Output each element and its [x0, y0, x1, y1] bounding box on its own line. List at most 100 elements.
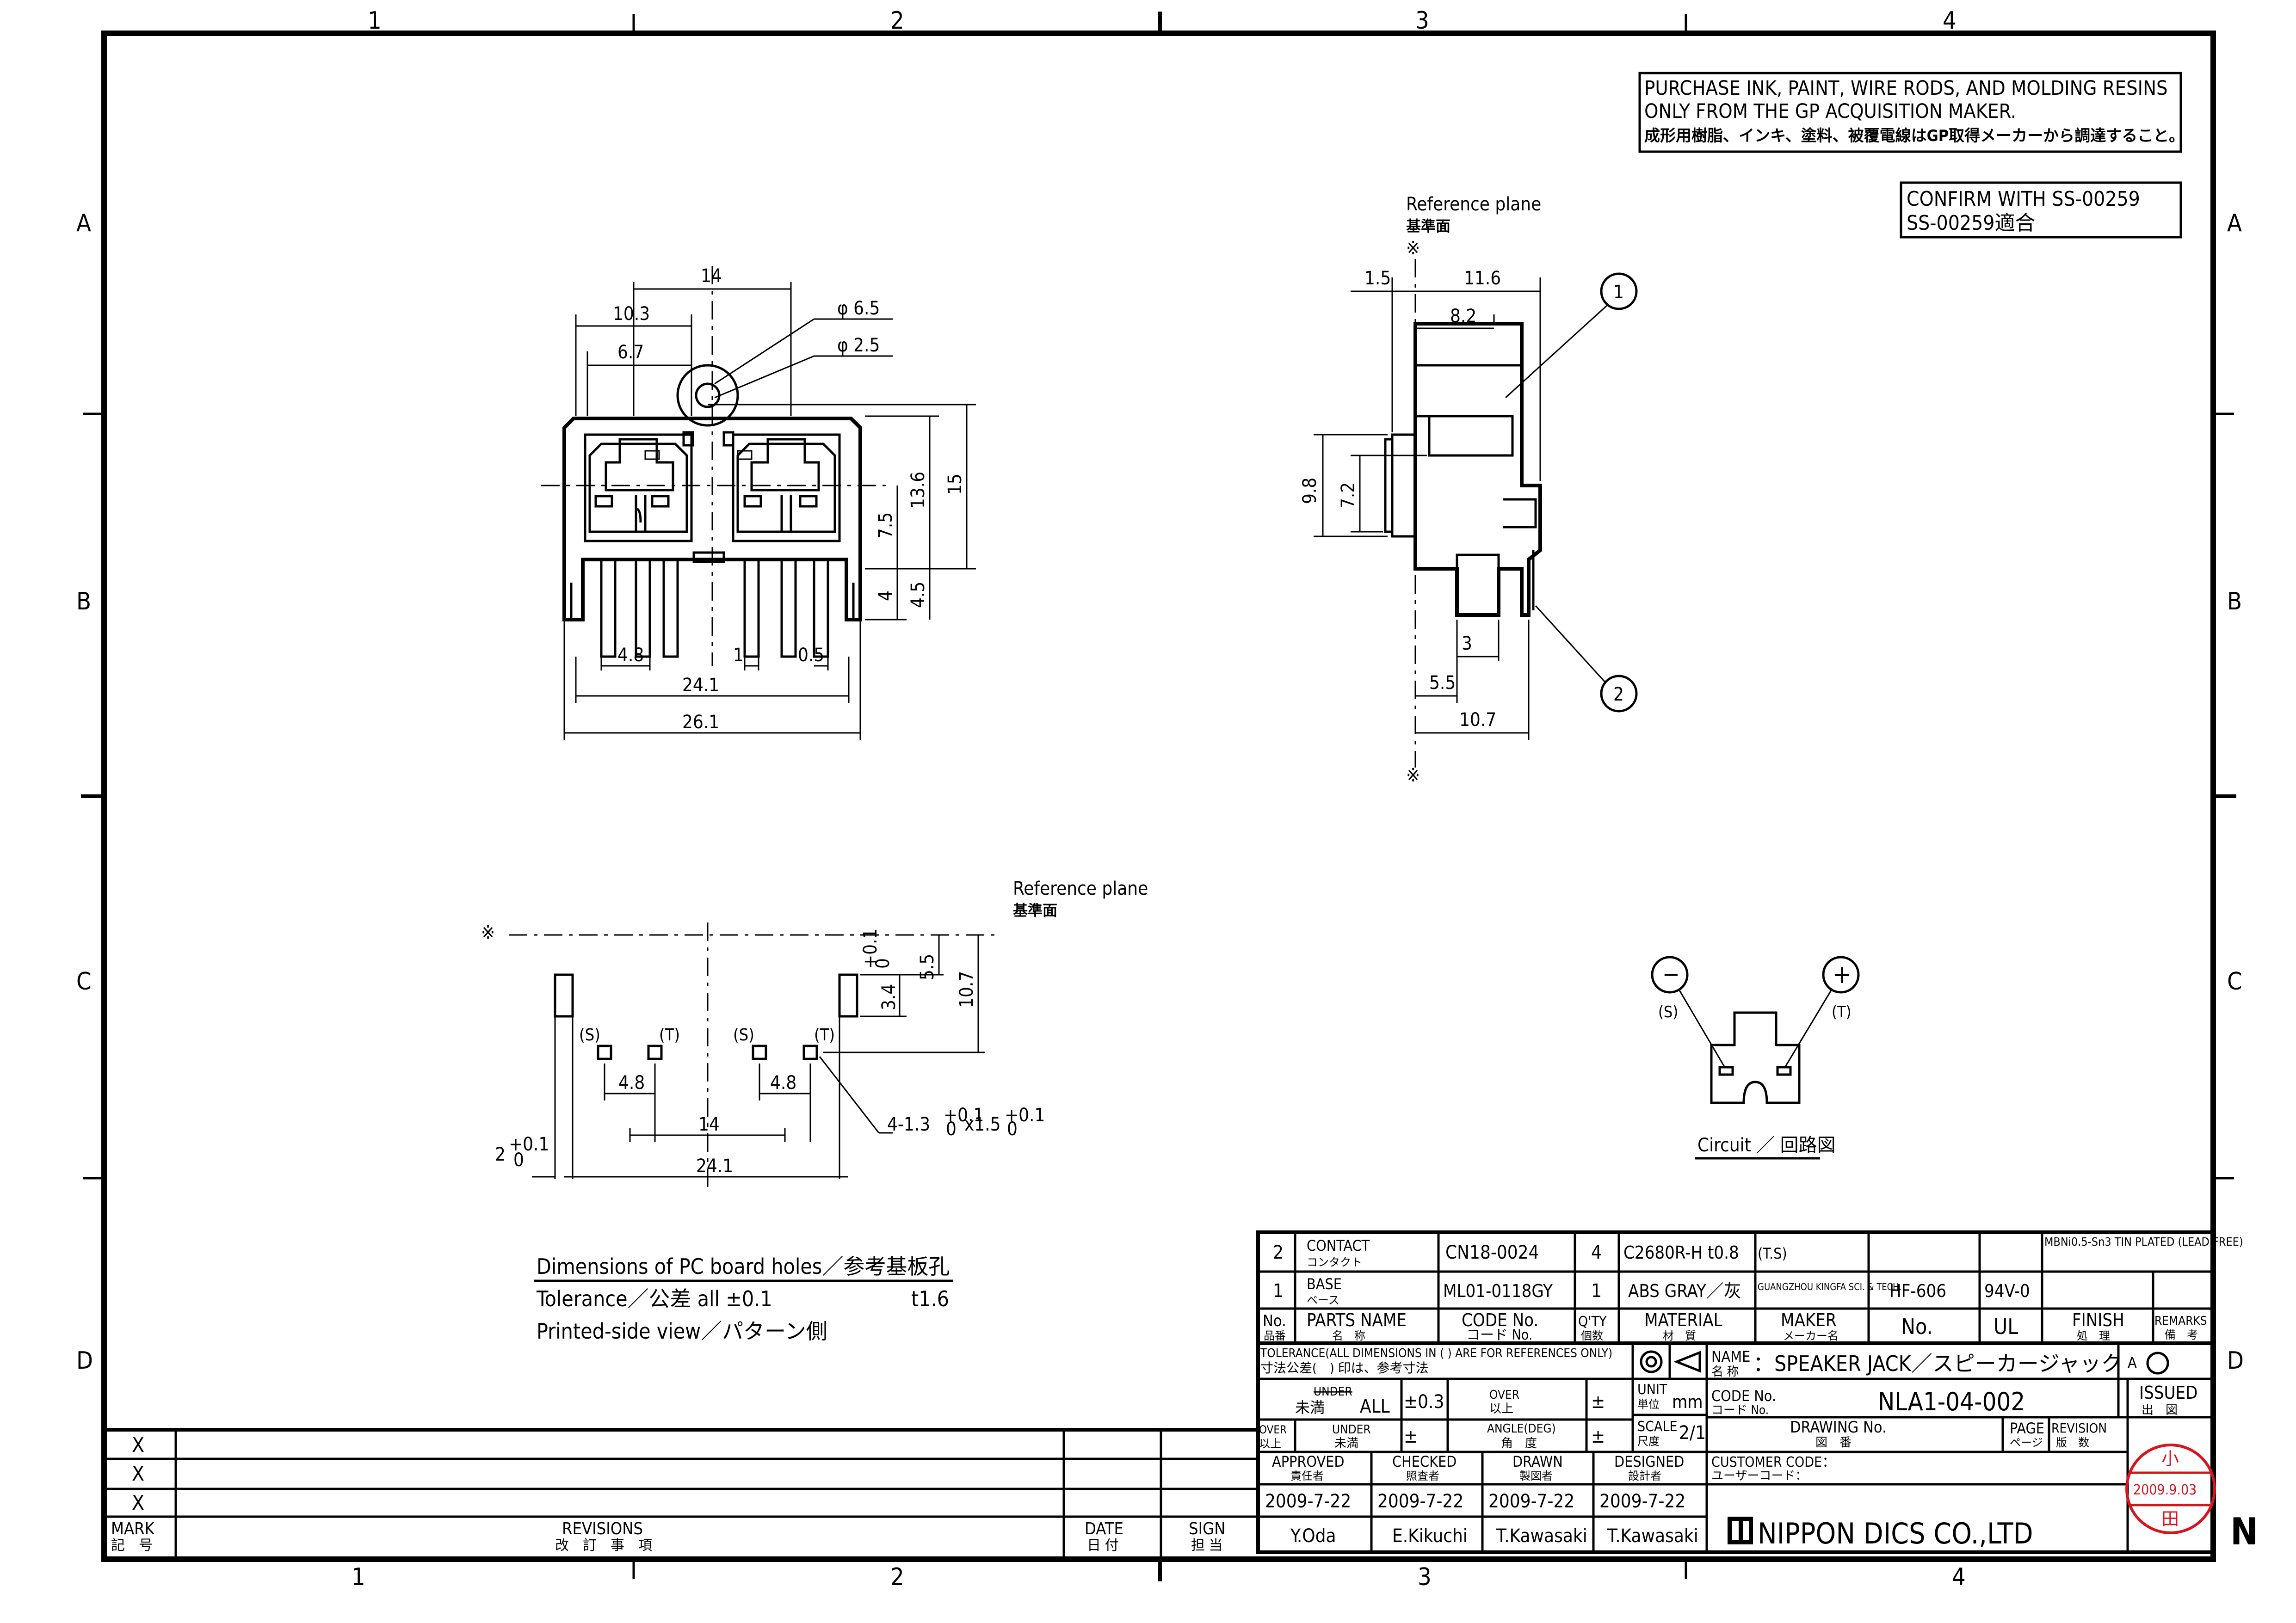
- circuit-t-label: (T): [1832, 1003, 1852, 1021]
- rev-head-sign-jp: 担 当: [1191, 1537, 1223, 1554]
- dim-10-7-pcb: 10.7: [956, 971, 977, 1008]
- tol-all-value: ±0.3: [1404, 1391, 1444, 1413]
- stamp-date: 2009.9.03: [2133, 1482, 2197, 1498]
- dim-6-7: 6.7: [617, 342, 644, 363]
- zone-row-b-right: B: [2227, 588, 2242, 615]
- side-ref-plane: Reference plane: [1406, 194, 1541, 215]
- pin-label-t1: (T): [659, 1026, 680, 1045]
- drawn-name: T.Kawasaki: [1496, 1525, 1587, 1547]
- parts-head-maker: MAKER: [1781, 1310, 1837, 1330]
- company-logo: [1728, 1517, 1753, 1544]
- part-row-1-code: CN18-0024: [1445, 1242, 1539, 1263]
- approved-role: APPROVED: [1272, 1453, 1345, 1470]
- pcb-view-dimensions: 5.5 10.7 3.4 +0.1 0 4.8 4.8 14 24.1 2 +0…: [495, 928, 1045, 1178]
- unit-label: UNIT: [1637, 1382, 1667, 1398]
- part-row-1-name: CONTACT: [1307, 1237, 1370, 1254]
- name-label: NAME: [1711, 1348, 1750, 1365]
- part-row-1-name-jp: コンタクト: [1307, 1256, 1362, 1269]
- tol-pm-1: ±: [1591, 1391, 1605, 1413]
- dim-10-7: 10.7: [1459, 709, 1496, 731]
- page-label: PAGE: [2010, 1420, 2044, 1437]
- scale-label-jp: 尺度: [1637, 1435, 1660, 1448]
- dim-10-3: 10.3: [613, 303, 650, 325]
- pcb-ref-plane-jp: 基準面: [1013, 902, 1057, 919]
- unit-value: mm: [1672, 1392, 1703, 1412]
- hole-tol-c: +0.1: [1005, 1105, 1045, 1126]
- zone-row-a: A: [76, 209, 91, 237]
- circuit-minus: −: [1662, 961, 1680, 988]
- dim-14-pcb: 14: [698, 1114, 720, 1135]
- dim-4-5: 4.5: [907, 582, 929, 608]
- parts-head-name-jp: 名 称: [1332, 1329, 1365, 1342]
- designed-role-jp: 設計者: [1628, 1469, 1661, 1482]
- dim-3-4: 3.4: [878, 984, 900, 1010]
- scale-label: SCALE: [1637, 1419, 1678, 1435]
- rev-mark-3: X: [132, 1491, 144, 1515]
- drawn-date: 2009-7-22: [1488, 1491, 1574, 1512]
- zone-col-1: 1: [368, 7, 382, 35]
- dim-dia-6-5: φ 6.5: [837, 298, 880, 319]
- zone-row-d: D: [76, 1347, 93, 1375]
- dim-9-8: 9.8: [1299, 478, 1321, 504]
- tol-all: ALL: [1360, 1396, 1390, 1417]
- parts-head-finish: FINISH: [2072, 1310, 2124, 1330]
- std-mark: A: [2128, 1354, 2137, 1371]
- designed-role: DESIGNED: [1614, 1453, 1684, 1470]
- rev-mark-2: X: [132, 1462, 144, 1486]
- parts-head-remarks-jp: 備 考: [2165, 1328, 2198, 1341]
- dim-15: 15: [944, 473, 966, 495]
- part-row-1-finish: MBNi0.5-Sn3 TIN PLATED (LEAD FREE): [2044, 1235, 2243, 1248]
- code-label-jp: コード No.: [1711, 1403, 1769, 1417]
- zone-col-3-bottom: 3: [1418, 1563, 1432, 1591]
- part-row-2-maker-no: HF-606: [1889, 1281, 1946, 1301]
- parts-head-no: No.: [1263, 1312, 1286, 1330]
- dim-5-5: 5.5: [1429, 672, 1456, 694]
- confirm-note: CONFIRM WITH SS-00259 SS-00259適合: [1900, 181, 2182, 239]
- dim-8-2: 8.2: [1450, 306, 1476, 327]
- parts-head-qty: Q'TY: [1578, 1314, 1607, 1330]
- checked-date: 2009-7-22: [1377, 1491, 1463, 1512]
- tol-over-2-jp: 以上: [1259, 1437, 1281, 1450]
- front-view-dimensions: 14 10.3 6.7 φ 6.5 φ 2.5 13.6 15 7.5 4.5 …: [563, 265, 976, 740]
- tol-angle: ANGLE(DEG): [1487, 1422, 1556, 1436]
- parts-head-code: CODE No.: [1462, 1310, 1538, 1330]
- part-row-2-qty: 1: [1591, 1280, 1602, 1302]
- zone-col-2-bottom: 2: [890, 1563, 904, 1591]
- page-label-jp: ページ: [2010, 1436, 2043, 1449]
- dim-3: 3: [1462, 633, 1472, 654]
- parts-head-finish-jp: 処 理: [2077, 1329, 2110, 1342]
- scale-value: 2/1: [1679, 1422, 1706, 1444]
- pcb-view: Reference plane 基準面 ※ (S) (T) (S) (T): [481, 878, 1148, 1188]
- hole-note: 4-1.3: [887, 1114, 930, 1135]
- stamp-top: 小: [2161, 1449, 2179, 1469]
- zone-row-b: B: [76, 588, 91, 615]
- zone-col-1-bottom: 1: [352, 1563, 365, 1591]
- parts-head-ul: UL: [1994, 1314, 2018, 1339]
- dim-7-5: 7.5: [875, 512, 896, 539]
- tolerance-head: TOLERANCE(ALL DIMENSIONS IN ( ) ARE FOR …: [1260, 1346, 1612, 1360]
- dim-4-8: 4.8: [617, 645, 644, 666]
- part-row-2-maker: GUANGZHOU KINGFA SCI. & TECH.: [1758, 1281, 1901, 1292]
- code-label: CODE No.: [1711, 1387, 1776, 1405]
- callout-2: 2: [1613, 684, 1624, 705]
- approved-name: Y.Oda: [1290, 1525, 1336, 1547]
- side-ref-mark-bottom: ※: [1406, 765, 1420, 786]
- side-ref-mark-top: ※: [1406, 238, 1420, 259]
- dim-1: 1: [733, 645, 744, 666]
- hole-tol-b: 0: [946, 1119, 957, 1140]
- parts-head-no2: No.: [1901, 1314, 1933, 1339]
- side-ref-plane-jp: 基準面: [1406, 217, 1450, 235]
- confirm-note-line-1: CONFIRM WITH SS-00259: [1907, 187, 2140, 211]
- zone-row-c-right: C: [2227, 968, 2242, 996]
- parts-head-no-jp: 品番: [1264, 1329, 1286, 1342]
- code-value: NLA1-04-002: [1878, 1387, 2025, 1416]
- unit-label-jp: 単位: [1637, 1398, 1660, 1411]
- sheet-border: [81, 12, 2236, 1581]
- pcb-caption-side: Printed-side view／パターン側: [537, 1319, 827, 1344]
- drawn-role: DRAWN: [1512, 1453, 1563, 1470]
- circuit-caption: Circuit ／ 回路図: [1697, 1135, 1836, 1156]
- dim-2: 2: [495, 1144, 506, 1165]
- north-mark: N: [2230, 1510, 2258, 1553]
- dim-2-tol-lower: 0: [513, 1150, 524, 1171]
